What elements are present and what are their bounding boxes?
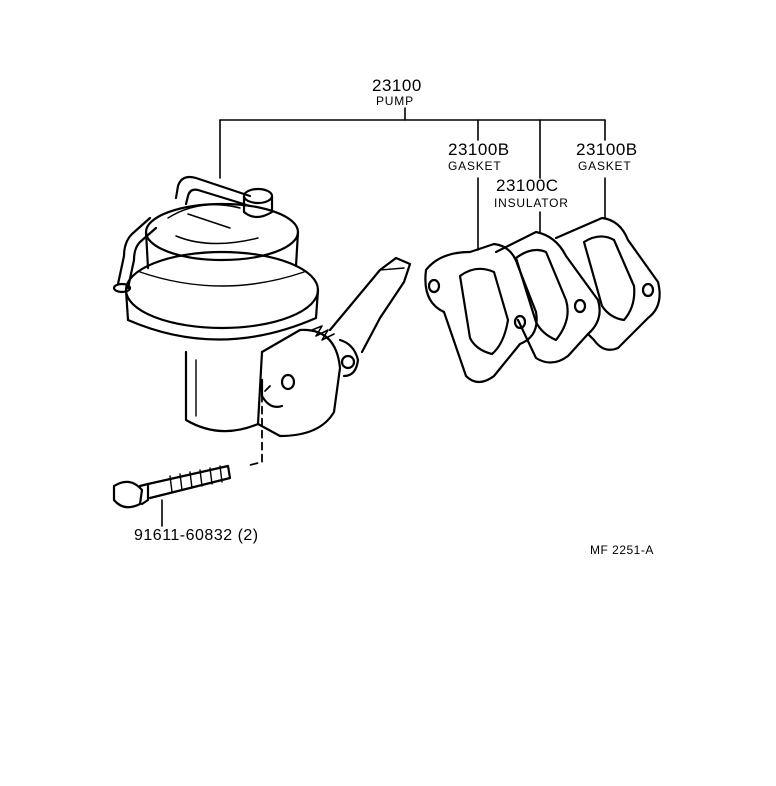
pump-part-number: 23100 <box>372 76 422 95</box>
insulator-name: INSULATOR <box>494 196 569 210</box>
fuel-pump <box>114 177 410 466</box>
bolt <box>114 466 230 507</box>
diagram-code: MF 2251-A <box>590 543 654 557</box>
gasket-left-name: GASKET <box>448 159 502 173</box>
gasket-left-part-number: 23100B <box>448 140 510 159</box>
gasket-left <box>425 244 536 382</box>
gasket-right <box>556 218 660 350</box>
leader-lines <box>162 108 605 526</box>
gasket-right-name: GASKET <box>578 159 632 173</box>
insulator-part-number: 23100C <box>496 176 559 195</box>
gasket-right-part-number: 23100B <box>576 140 638 159</box>
pump-name: PUMP <box>376 94 414 108</box>
bolt-part-number: 91611-60832 (2) <box>134 527 259 544</box>
insulator <box>496 232 600 363</box>
